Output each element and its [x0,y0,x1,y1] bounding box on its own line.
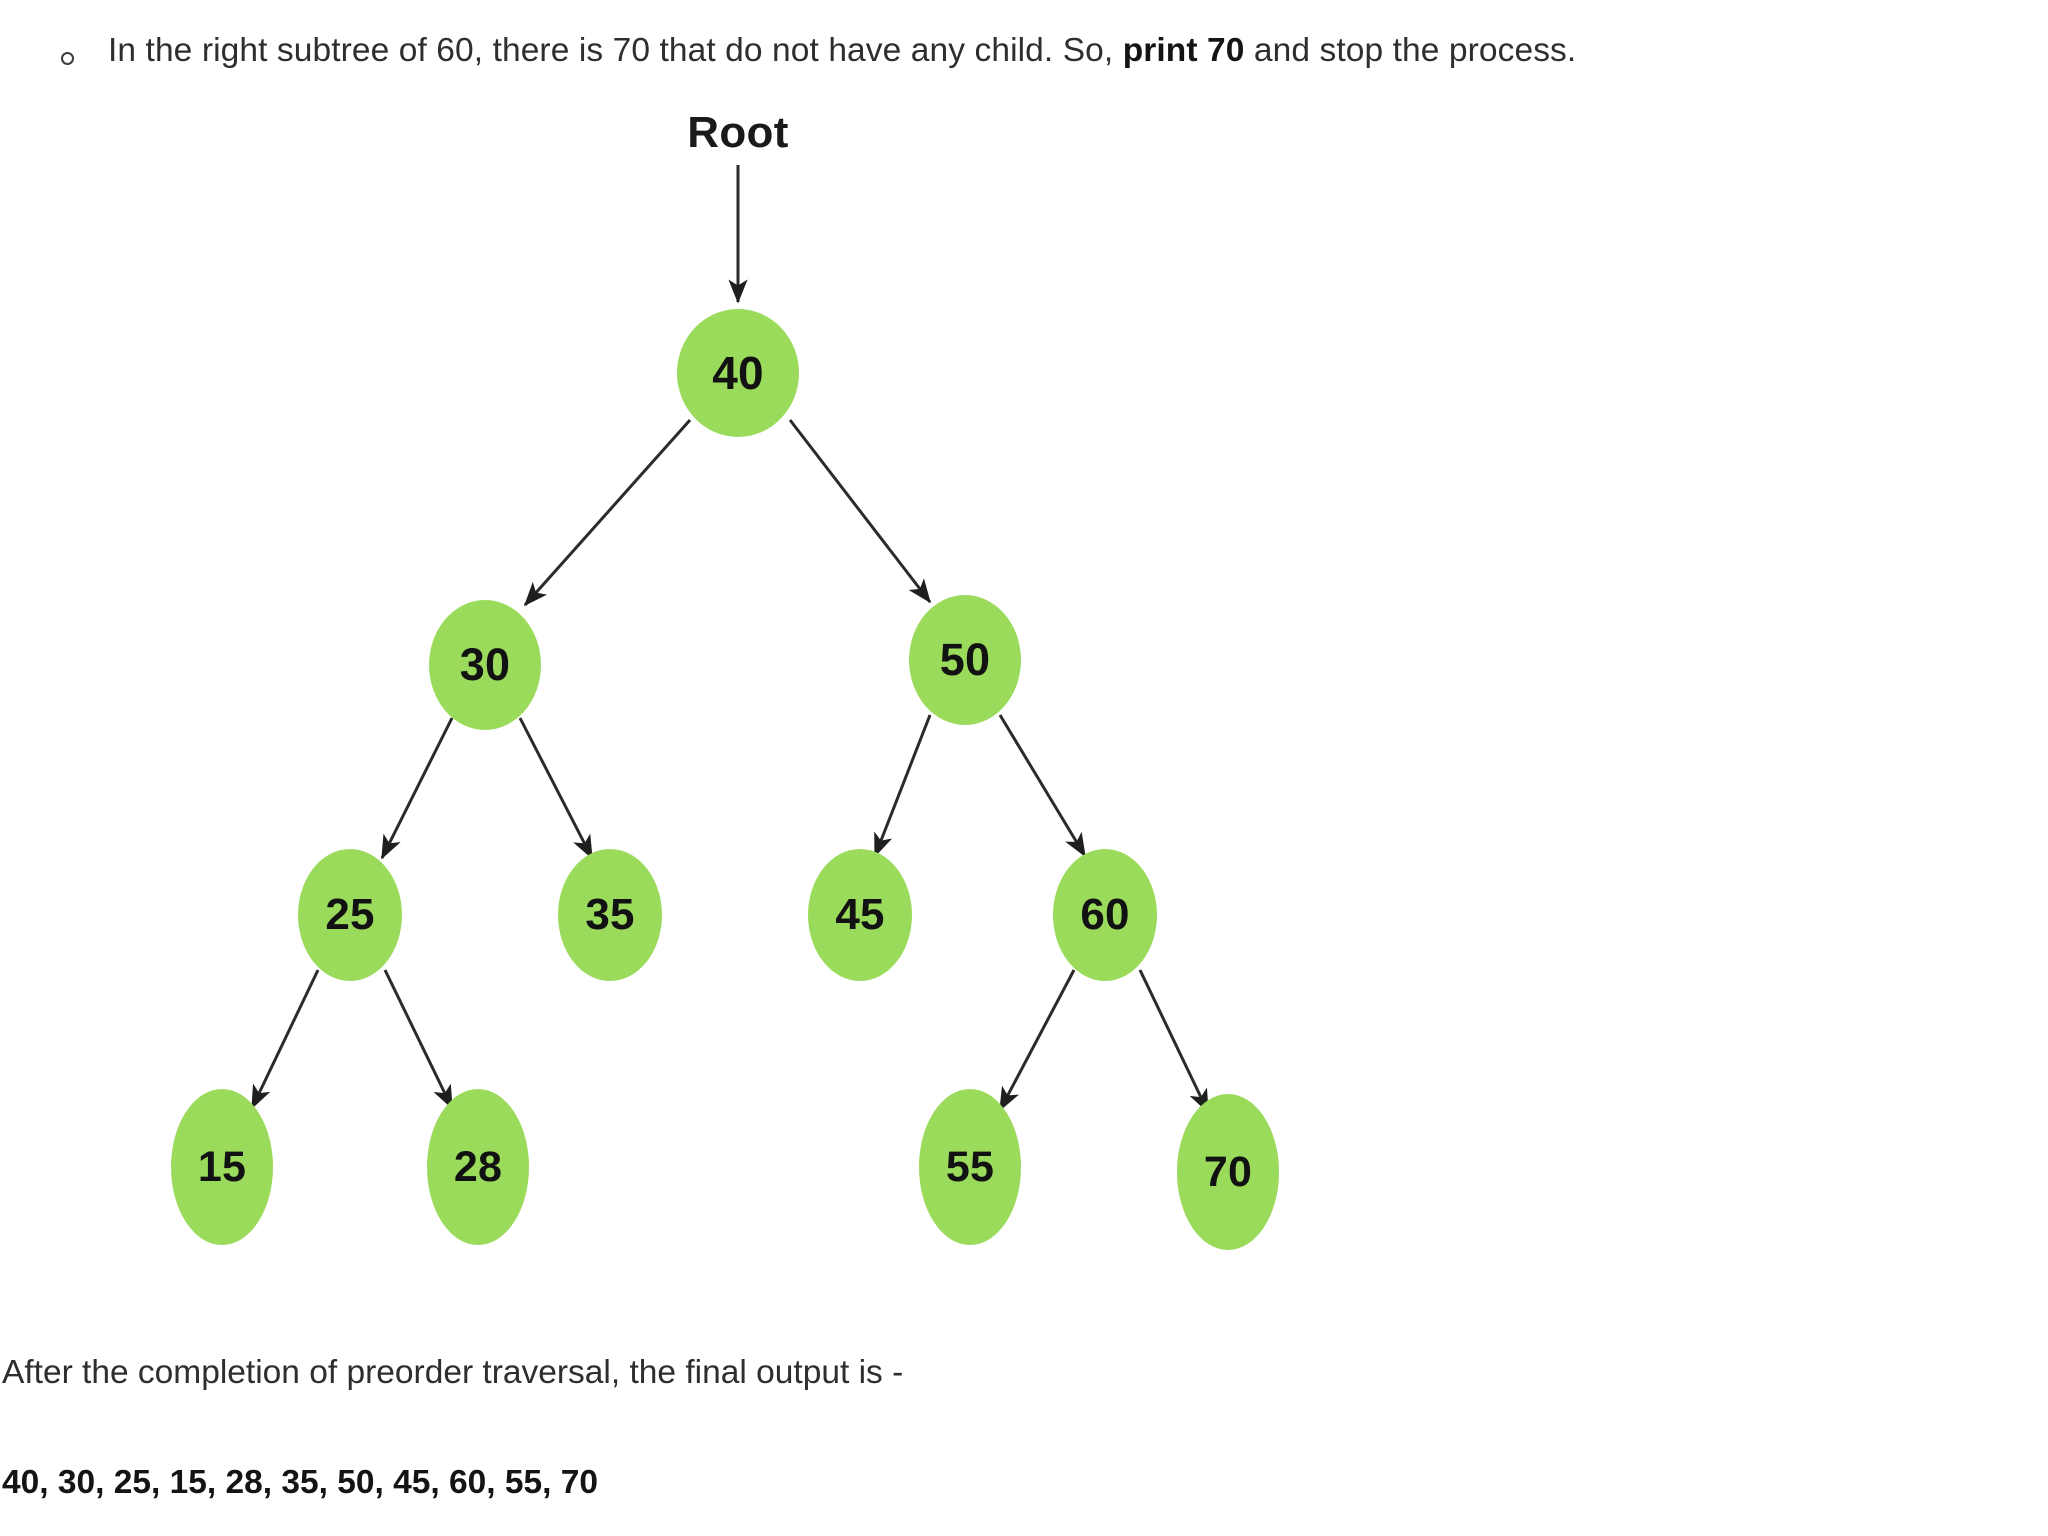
tree-node-label: 45 [835,890,885,939]
tree-node-50: 50 [909,595,1021,725]
tree-node-40: 40 [677,309,799,437]
tree-node-28: 28 [427,1089,529,1245]
tree-node-label: 15 [197,1142,247,1191]
tree-edge-n60-to-n55 [998,969,1076,1112]
tree-edge-n25-to-n28 [383,969,454,1110]
bullet-text-after: and stop the process. [1244,32,1577,69]
tree-node-60: 60 [1053,849,1157,981]
tree-node-label: 70 [1203,1147,1253,1196]
tree-node-label: 60 [1080,890,1130,939]
tree-edge-n30-to-n35 [518,717,594,860]
tree-node-45: 45 [808,849,912,981]
bullet-text-before: In the right subtree of 60, there is 70 … [108,32,1123,69]
tree-node-55: 55 [919,1089,1021,1245]
root-label: Root [687,108,789,157]
tree-node-label: 50 [939,634,991,685]
bullet-text-bold: print 70 [1122,32,1245,69]
bullet-list-item: In the right subtree of 60, there is 70 … [0,28,2000,88]
tree-node-70: 70 [1177,1094,1279,1250]
tree-edge-n40-to-n50 [788,419,932,604]
tree-node-35: 35 [558,849,662,981]
hollow-circle-bullet-icon [56,28,78,88]
bullet-item-text: In the right subtree of 60, there is 70 … [108,28,1576,74]
tree-edges-layer [250,165,1210,1114]
tree-node-label: 40 [712,347,764,399]
tree-edge-n30-to-n25 [380,717,454,860]
tree-edge-n50-to-n60 [998,714,1087,858]
after-traversal-text: After the completion of preorder travers… [2,1354,904,1391]
tree-edge-n60-to-n70 [1138,969,1210,1114]
tree-node-25: 25 [298,849,402,981]
tree-node-30: 30 [429,600,541,730]
tree-node-label: 35 [585,890,635,939]
tree-node-label: 28 [453,1142,503,1191]
tree-node-label: 55 [945,1142,995,1191]
tree-node-label: 30 [459,639,511,690]
tree-edge-n40-to-n30 [523,419,692,607]
tree-edge-n25-to-n15 [250,969,320,1110]
final-output-sequence: 40, 30, 25, 15, 28, 35, 50, 45, 60, 55, … [2,1464,599,1501]
tree-node-15: 15 [171,1089,273,1245]
tree-node-label: 25 [325,890,375,939]
binary-search-tree-diagram: Root 40 30 50 25 35 45 60 15 28 55 70 [0,90,1500,1270]
tree-edge-n50-to-n45 [873,714,932,858]
